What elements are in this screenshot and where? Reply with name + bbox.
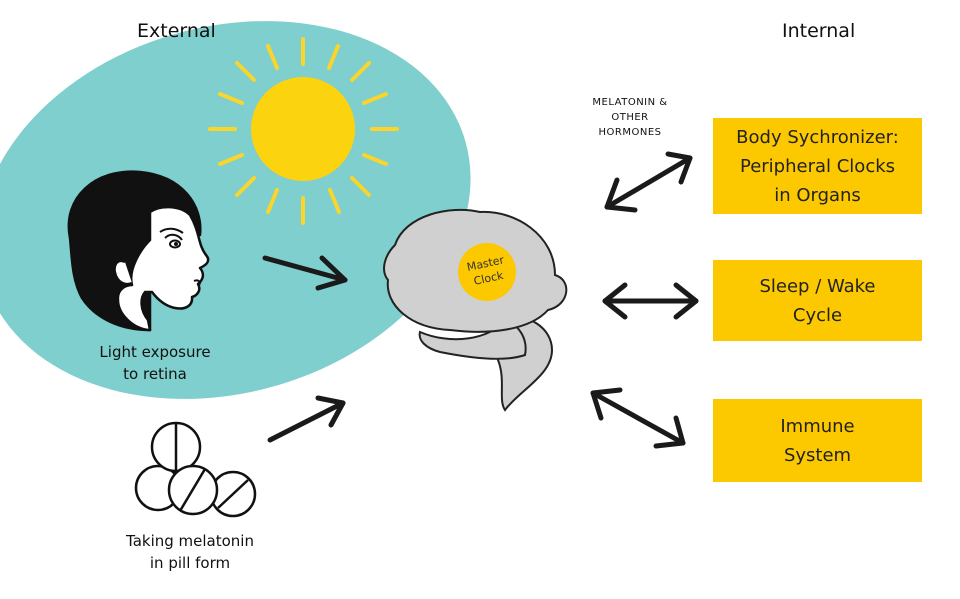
output-box-line: in Organs [774, 184, 861, 206]
internal-heading: Internal [782, 20, 856, 42]
sun-icon [208, 37, 399, 225]
output-box-line: Cycle [792, 304, 843, 326]
melatonin-pill-label: Taking melatonin in pill form [110, 530, 270, 574]
brain-icon [383, 208, 568, 412]
melatonin-pill-line-1: Taking melatonin [126, 532, 254, 550]
arrow-brain-to-organs [604, 151, 693, 213]
output-box-immune: Immune System [713, 399, 922, 482]
hormones-line-1: MELATONIN & [592, 97, 668, 108]
arrow-pill-to-brain [267, 395, 346, 443]
hormones-line-2: OTHER [611, 112, 649, 123]
light-exposure-label: Light exposure to retina [80, 341, 230, 385]
output-box-sleep-wake: Sleep / Wake Cycle [713, 260, 922, 341]
output-box-line: Peripheral Clocks [739, 155, 896, 177]
hormones-label: MELATONIN & OTHER HORMONES [580, 95, 680, 140]
melatonin-pill-line-2: in pill form [149, 554, 231, 572]
arrow-brain-to-immune [590, 387, 686, 449]
output-box-body-synchronizer: Body Sychronizer: Peripheral Clocks in O… [713, 118, 922, 214]
output-box-line: System [783, 444, 852, 466]
output-box-line: Immune [780, 415, 855, 437]
arrow-brain-to-sleep [602, 282, 699, 320]
arrow-light-to-brain [262, 255, 348, 291]
external-heading: External [137, 20, 216, 42]
pills-icon [134, 421, 257, 518]
output-box-line: Body Sychronizer: [736, 126, 899, 148]
light-exposure-line-1: Light exposure [99, 343, 211, 361]
arrows [262, 151, 699, 449]
face-icon [67, 170, 210, 332]
hormones-line-3: HORMONES [598, 127, 662, 138]
output-box-line: Sleep / Wake [759, 275, 876, 297]
master-clock-dot [458, 243, 516, 301]
light-exposure-line-2: to retina [123, 365, 187, 383]
